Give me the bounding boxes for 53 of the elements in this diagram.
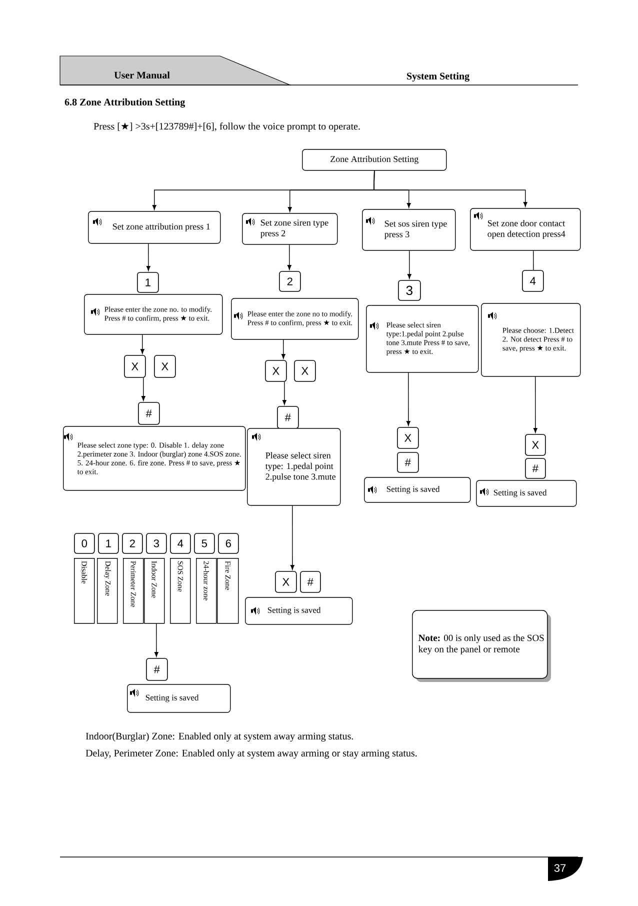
prompt-box: Zone Attribution Setting [302,149,447,171]
keypad-key: # [146,658,168,681]
prompt-box: Set zone attribution press 1 [88,211,221,244]
prompt-box: Set zone siren type press 2 [242,213,338,245]
keypad-key: X [525,434,546,456]
prompt-box: Setting is saved [364,477,471,503]
keypad-key: X [265,360,287,382]
keypad-key: 4 [170,533,191,554]
prompt-box: Please select siren type: 1.pedal point 2.pulse tone 3.mute [247,428,341,506]
keypad-key: 2 [122,533,143,554]
section-title: 6.8 Zone Attribution Setting [64,98,185,108]
arrow [140,334,144,354]
prompt-box: Setting is saved [127,684,231,713]
keypad-key: 3 [146,533,167,554]
keypad-key: X [294,360,316,382]
note-box: Note: 00 is only used as the SOS key on the panel or remote [412,610,551,682]
keypad-key: 1 [137,272,159,293]
prompt-box: Setting is saved [245,597,353,625]
arrow [146,243,150,271]
arrow [282,381,286,405]
header-text: System Setting [407,72,470,82]
page-number: 37 [548,857,583,882]
keypad-key: # [397,452,419,473]
keypad-key: 6 [218,533,239,554]
keypad-key: 4 [522,270,544,292]
instruction-text: Press [★] >3s+[123789#]+[6], follow the voice prompt to operate. [94,122,360,132]
keypad-key: 1 [98,533,119,554]
arrow [533,376,538,433]
arrow [406,372,410,426]
prompt-box: Set zone door contact open detection press4 [470,208,581,251]
keypad-key: # [525,458,546,479]
arrow [154,623,158,657]
keypad-key: # [300,571,321,593]
keypad-key: 3 [398,280,421,301]
keypad-key: X [397,427,419,449]
footnote-text: Indoor(Burglar) Zone: Enabled only at system away arming status. [86,732,353,742]
prompt-box: Set sos siren type press 3 [362,209,456,251]
arrow [374,170,528,207]
footnote-text: Delay, Perimeter Zone: Enabled only at system away arming or stay arming status. [86,749,417,759]
arrow [141,377,146,401]
header-text: User Manual [114,71,170,79]
arrow [287,244,292,270]
keypad-key: 5 [194,533,215,554]
arrow [281,339,286,359]
keypad-key: # [138,402,160,425]
keypad-key: X [124,355,146,378]
keypad-key: X [275,571,297,593]
keypad-key: X [154,355,176,378]
keypad-key: 2 [279,271,301,292]
arrow [407,250,412,279]
arrow [290,505,294,570]
keypad-key: 0 [74,533,95,554]
prompt-box: Setting is saved [476,480,577,507]
